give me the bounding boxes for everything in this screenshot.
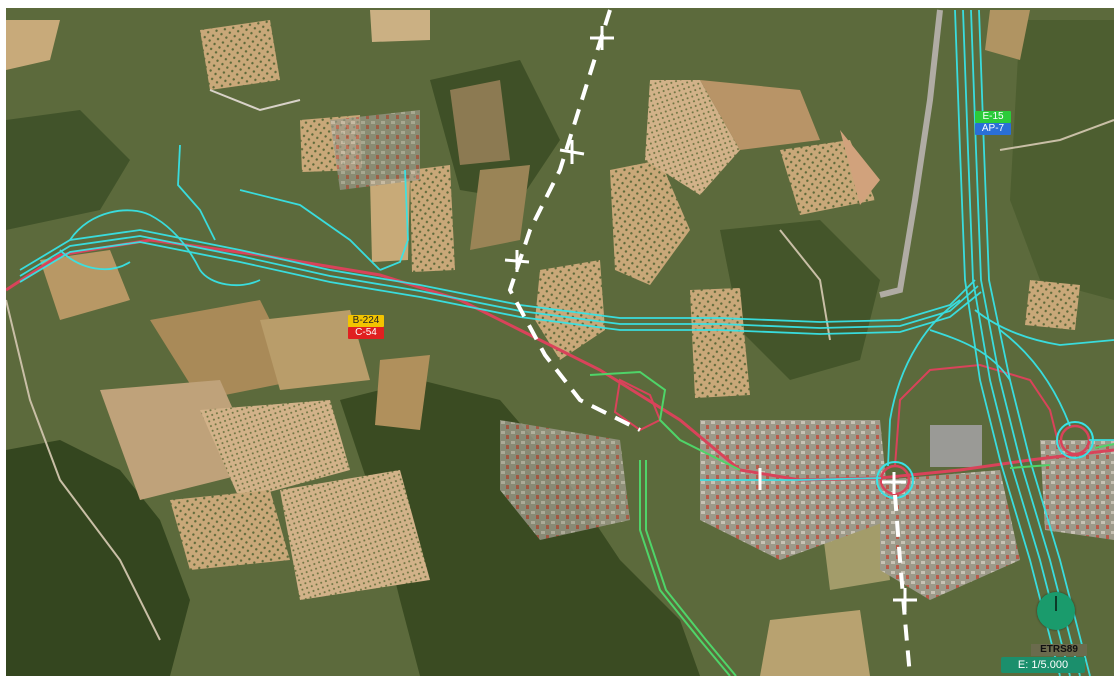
road-label-c54: C-54 xyxy=(348,327,384,339)
crs-label: ETRS89 xyxy=(1031,644,1087,656)
road-label-e15: E-15 xyxy=(975,111,1011,123)
road-label-b224: B-224 xyxy=(348,315,384,327)
scale-label: E: 1/5.000 xyxy=(1001,657,1085,673)
north-arrow-icon xyxy=(1037,592,1075,630)
road-label-ap7: AP-7 xyxy=(975,123,1011,135)
